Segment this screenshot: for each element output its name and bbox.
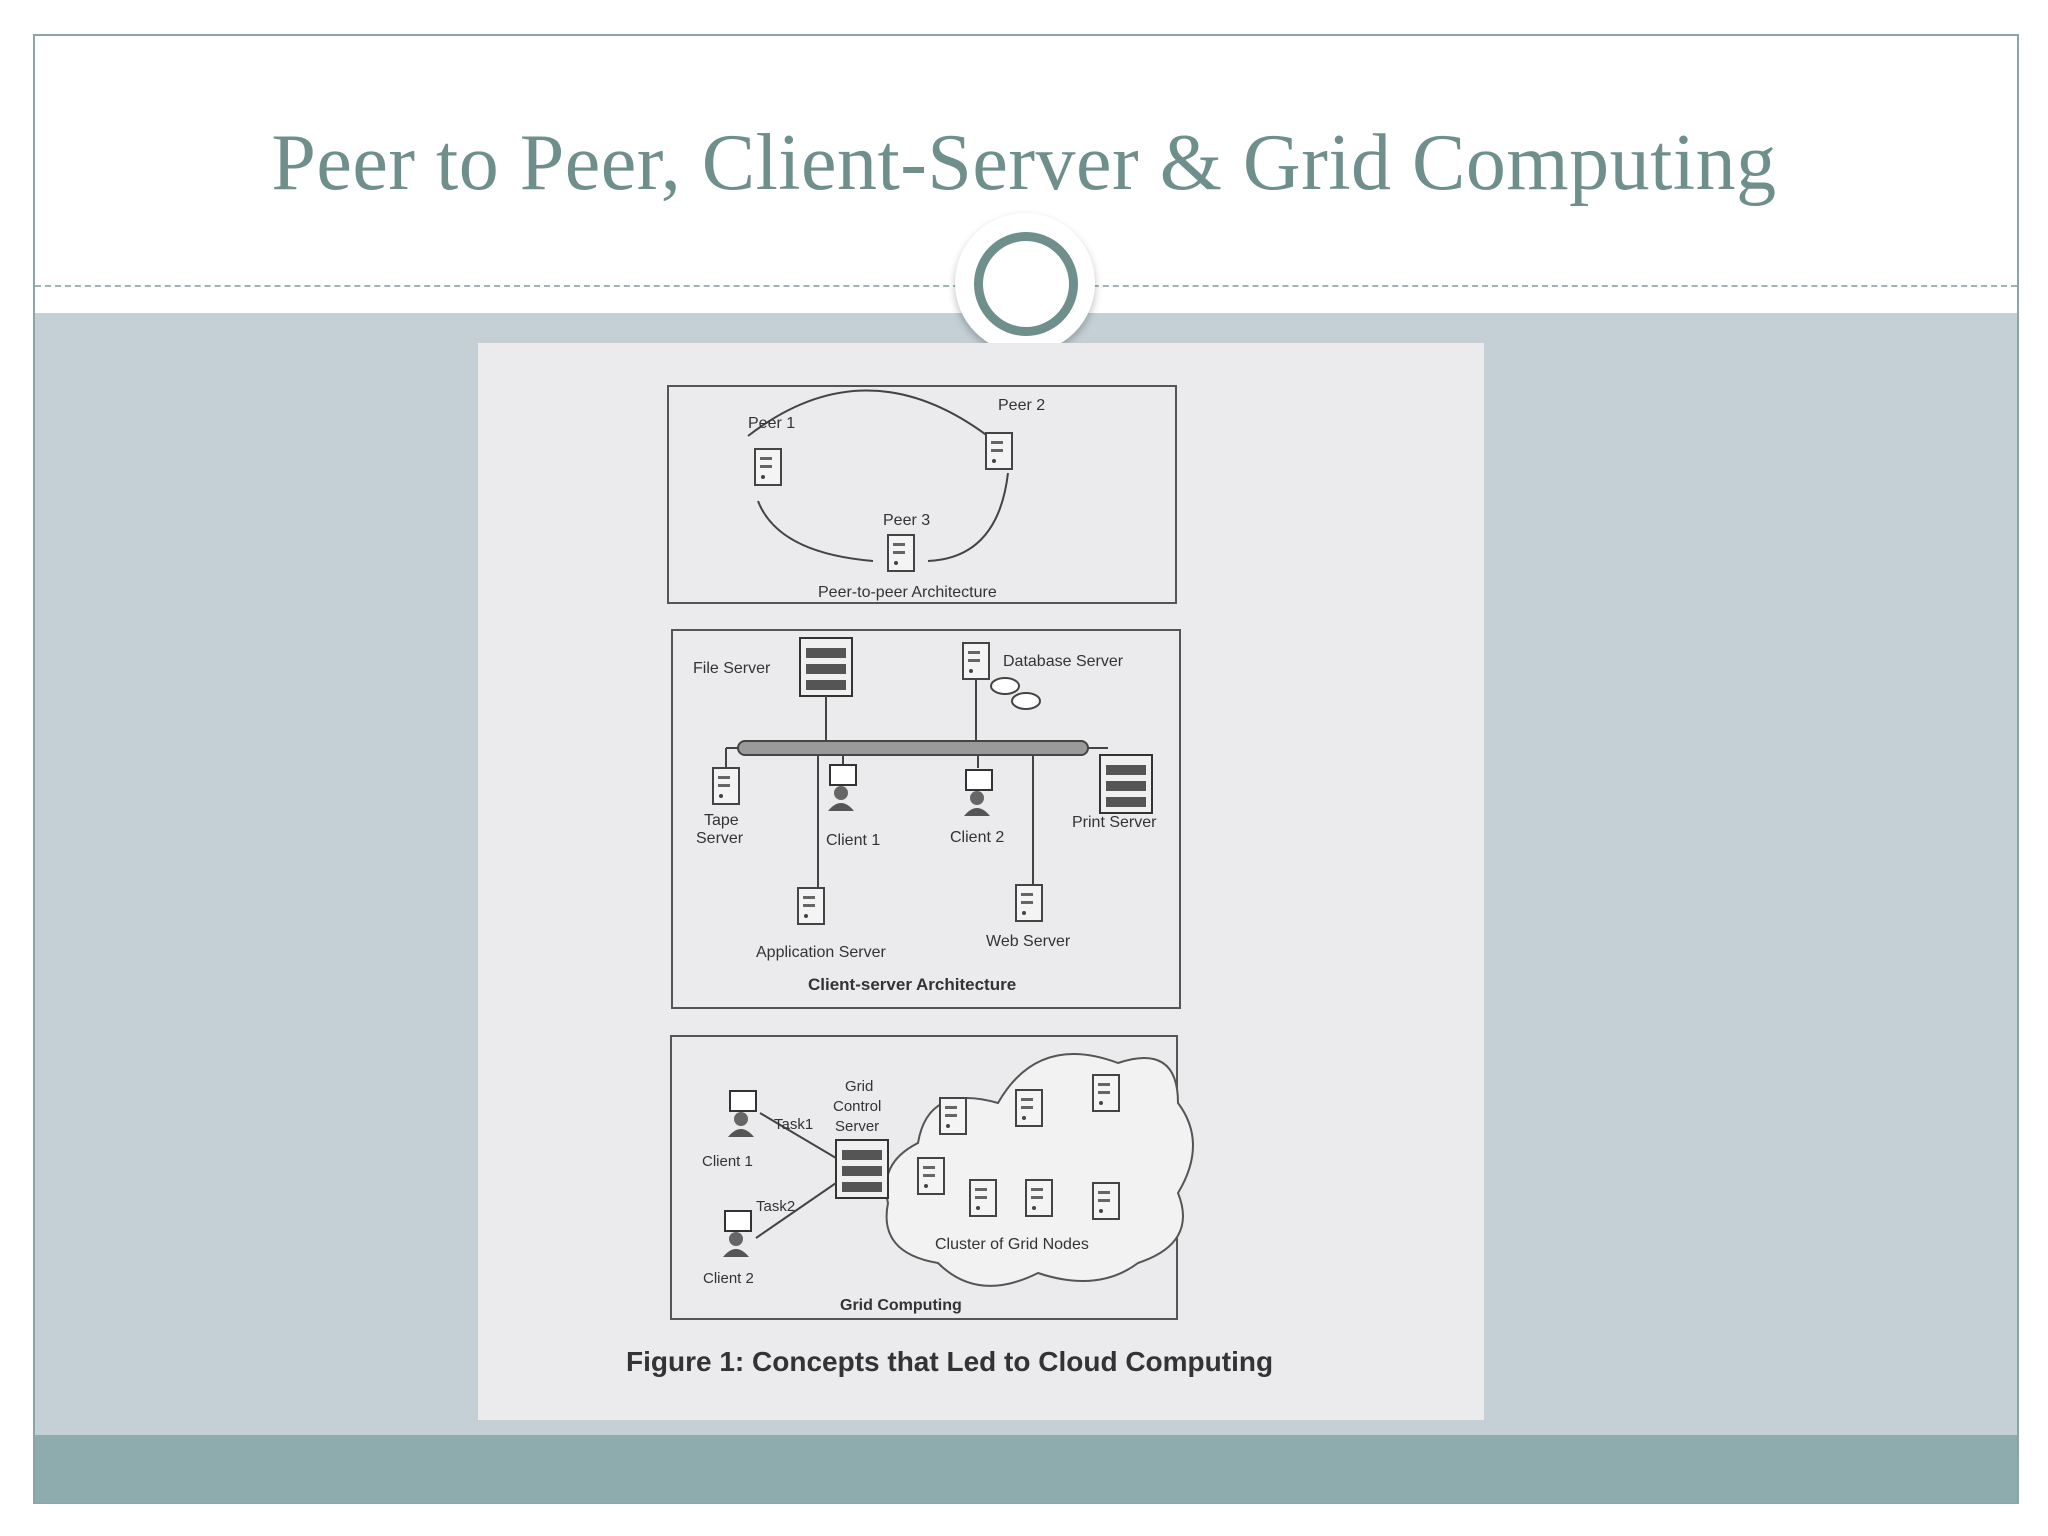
- decorative-ring-icon: [955, 213, 1095, 353]
- figure-caption: Figure 1: Concepts that Led to Cloud Com…: [626, 1346, 1273, 1377]
- database-server-icon: [962, 642, 990, 680]
- peer2-label: Peer 2: [998, 397, 1045, 414]
- web-server-label: Web Server: [986, 933, 1071, 950]
- footer-band: [35, 1435, 2017, 1503]
- figure-svg: Peer 1 Peer 2 Peer 3 Peer-to-peer Archit…: [626, 385, 1273, 1377]
- file-server-icon: [799, 637, 853, 697]
- peer1-label: Peer 1: [748, 415, 795, 432]
- grid-node-icon: [1092, 1074, 1120, 1112]
- client2-cs-icon: [963, 769, 993, 817]
- grid-client2-label: Client 2: [703, 1270, 754, 1287]
- grid-control-label-2: Control: [833, 1098, 881, 1115]
- grid-node-icon: [1025, 1179, 1053, 1217]
- tape-server-label-1: Tape: [704, 812, 739, 829]
- p2p-box: [667, 385, 1177, 604]
- grid-title: Grid Computing: [840, 1297, 962, 1314]
- print-server-label: Print Server: [1072, 814, 1157, 831]
- grid-node-icon: [917, 1157, 945, 1195]
- grid-client2-icon: [722, 1210, 752, 1258]
- peer3-label: Peer 3: [883, 512, 930, 529]
- client2-cs-label: Client 2: [950, 829, 1004, 846]
- figure-image: Peer 1 Peer 2 Peer 3 Peer-to-peer Archit…: [478, 343, 1484, 1420]
- grid-control-label-3: Server: [835, 1118, 879, 1135]
- grid-client1-icon: [727, 1090, 757, 1138]
- application-server-icon: [797, 887, 825, 925]
- grid-node-icon: [1092, 1182, 1120, 1220]
- database-server-label: Database Server: [1003, 653, 1124, 670]
- peer1-server-icon: [754, 448, 782, 486]
- peer2-server-icon: [985, 432, 1013, 470]
- grid-control-server-icon: [835, 1139, 889, 1199]
- grid-client1-label: Client 1: [702, 1153, 753, 1170]
- cluster-label: Cluster of Grid Nodes: [935, 1236, 1089, 1253]
- grid-node-icon: [969, 1179, 997, 1217]
- client1-cs-label: Client 1: [826, 832, 880, 849]
- grid-node-icon: [939, 1097, 967, 1135]
- client-server-box: [671, 629, 1181, 1009]
- peer3-server-icon: [887, 534, 915, 572]
- network-bus: [737, 740, 1089, 756]
- web-server-icon: [1015, 884, 1043, 922]
- p2p-title: Peer-to-peer Architecture: [818, 584, 997, 601]
- file-server-label: File Server: [693, 660, 771, 677]
- client1-cs-icon: [827, 764, 857, 812]
- grid-control-label-1: Grid: [845, 1078, 873, 1095]
- print-server-icon: [1099, 754, 1153, 814]
- grid-node-icon: [1015, 1089, 1043, 1127]
- slide-title: Peer to Peer, Client-Server & Grid Compu…: [271, 119, 1777, 207]
- client-server-title: Client-server Architecture: [808, 975, 1016, 994]
- ring-inner: [974, 232, 1078, 336]
- task2-label: Task2: [756, 1198, 795, 1215]
- tape-server-icon: [712, 767, 740, 805]
- task1-label: Task1: [774, 1116, 813, 1133]
- tape-server-label-2: Server: [696, 830, 744, 847]
- application-server-label: Application Server: [756, 944, 887, 961]
